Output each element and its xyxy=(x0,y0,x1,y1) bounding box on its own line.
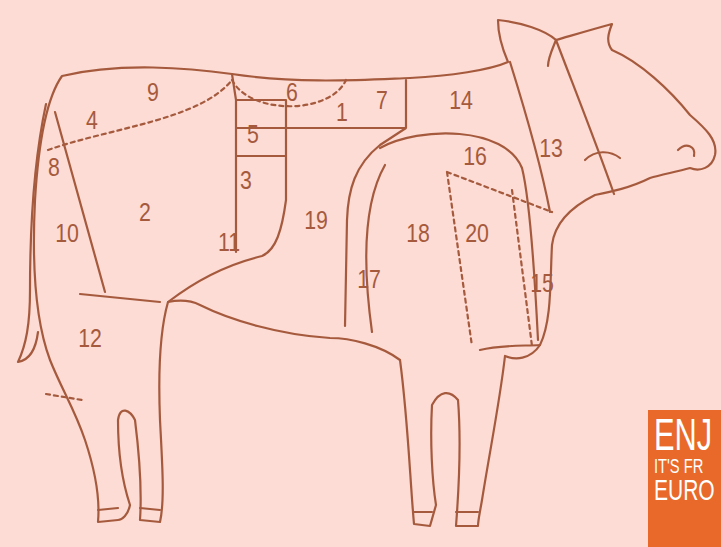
callout-number: 16 xyxy=(463,143,487,169)
callout-number: 1 xyxy=(336,99,348,125)
callout-number: 17 xyxy=(357,266,381,292)
cow-outline xyxy=(34,20,715,526)
badge-text: EURO xyxy=(654,476,721,505)
callout-number: 8 xyxy=(48,154,60,180)
callout-number: 15 xyxy=(530,270,554,296)
dashed-cut-lines xyxy=(46,80,552,400)
callout-number: 19 xyxy=(304,207,328,233)
callout-number: 7 xyxy=(376,87,388,113)
hoof-lines xyxy=(98,508,478,512)
callout-number: 12 xyxy=(78,325,102,351)
nose-line xyxy=(678,146,694,156)
callout-number: 5 xyxy=(247,121,259,147)
badge-text: ENJ xyxy=(654,414,721,456)
callout-number: 18 xyxy=(406,220,430,246)
callout-number: 2 xyxy=(139,199,151,225)
callout-number: 4 xyxy=(86,107,98,133)
ear-line xyxy=(548,40,556,66)
badge-text: IT'S FR xyxy=(654,456,721,476)
callout-number: 10 xyxy=(55,220,79,246)
cut-lines xyxy=(55,40,614,350)
callout-number: 9 xyxy=(147,79,159,105)
tail xyxy=(18,104,46,362)
face-line xyxy=(585,152,620,160)
callout-number: 3 xyxy=(240,167,252,193)
callout-number: 11 xyxy=(218,229,240,255)
callout-number: 6 xyxy=(286,79,298,105)
callout-number: 20 xyxy=(465,220,489,246)
callout-number: 13 xyxy=(539,135,563,161)
brand-badge: ENJIT'S FREURO xyxy=(648,410,721,547)
callout-number: 14 xyxy=(449,87,473,113)
